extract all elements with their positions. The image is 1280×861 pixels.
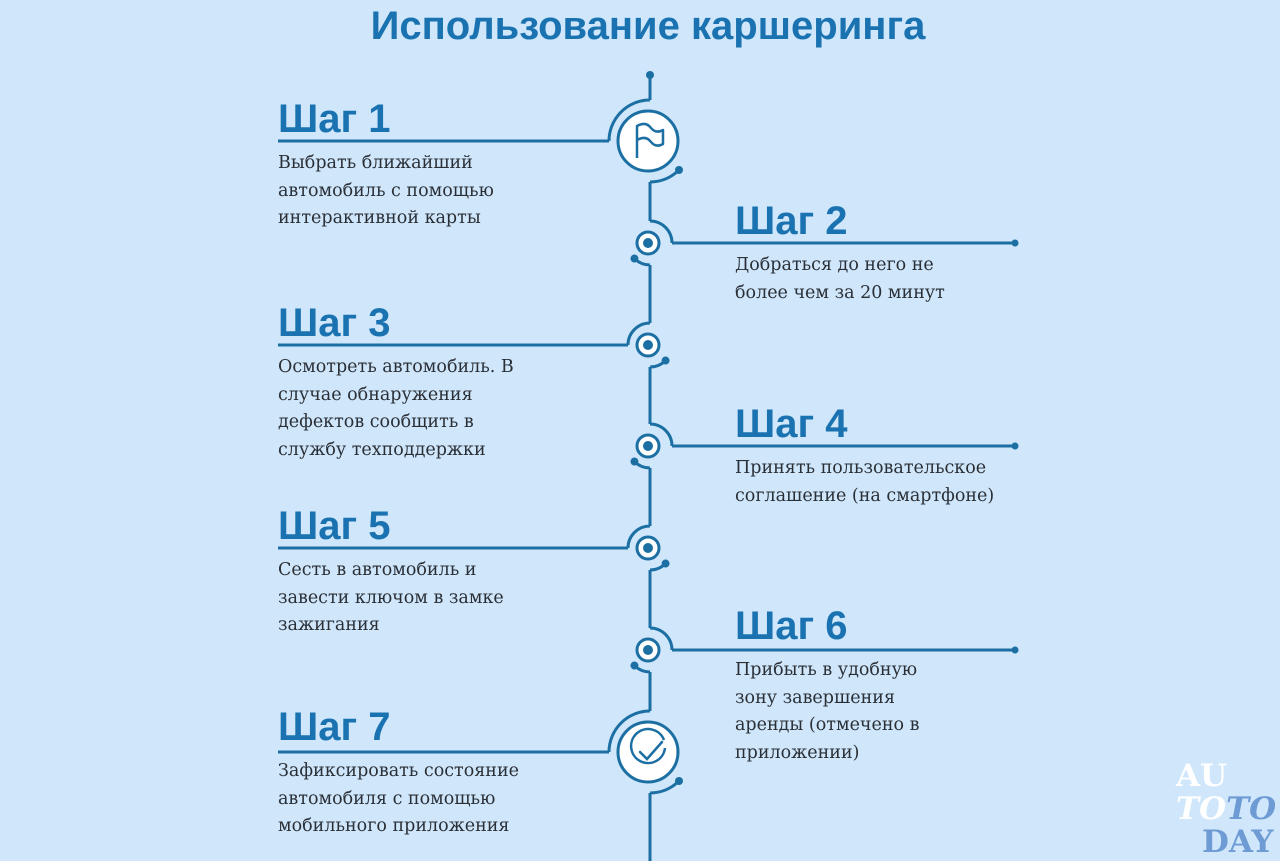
step-text: зону завершения [735,687,895,708]
timeline-arc [607,709,651,753]
step-node [616,720,680,784]
step-4: Шаг 4 Принять пользовательское соглашение… [735,402,994,510]
step-text: мобильного приложения [278,816,510,837]
step-5: Шаг 5 Сесть в автомобиль и завести ключом… [278,504,504,640]
step-text: интерактивной карты [278,208,481,229]
step-text: Добраться до него не [735,255,934,275]
timeline-dot [630,254,639,263]
step-2: Шаг 2 Добраться до него не более чем за 2… [735,199,945,307]
step-1: Шаг 1 Выбрать ближайший автомобиль с помо… [278,97,494,233]
step-heading: Шаг 1 [278,97,391,141]
timeline-arc [649,422,674,447]
page-title: Использование каршеринга [370,4,926,48]
step-3: Шаг 3 Осмотреть автомобиль. В случае обна… [278,301,514,465]
step-text: аренды (отмечено в [735,715,920,736]
step-text: Прибыть в удобную [735,660,918,680]
timeline-dot [674,165,683,174]
step-text: соглашение (на смартфоне) [735,485,995,506]
timeline-arc [607,98,651,142]
dot-icon [643,441,653,451]
step-text: дефектов сообщить в [278,412,474,433]
dot-icon [643,238,653,248]
step-text: Выбрать ближайший [278,153,473,173]
step-text: Принять пользовательское [735,458,987,478]
autotoday-logo: AU TOTO DAY [1176,760,1276,859]
step-text: зажигания [278,615,380,636]
timeline-arc [626,524,651,549]
step-7: Шаг 7 Зафиксировать состояние автомобиля … [278,705,519,841]
step-line-dot [1011,442,1019,450]
dot-icon [643,340,653,350]
step-text: автомобиль с помощью [278,180,494,201]
logo-text: TO [1226,791,1277,827]
check-icon [629,727,667,765]
step-text: случае обнаружения [278,384,473,405]
step-heading: Шаг 5 [278,504,391,548]
step-text: более чем за 20 минут [735,282,945,303]
step-heading: Шаг 7 [278,705,391,749]
timeline-dot [630,661,639,670]
dot-icon [643,543,653,553]
timeline-arc [649,219,674,244]
step-text: завести ключом в замке [278,587,504,608]
step-text: Зафиксировать состояние [278,761,519,781]
step-text: приложении) [735,743,860,764]
logo-text: AU [1176,758,1228,794]
logo-text: DAY [1202,824,1274,860]
timeline-dot [661,559,670,568]
step-line-dot [1011,239,1019,247]
timeline-dot [630,457,639,466]
check-icon [638,740,664,761]
timeline-dot [661,356,670,365]
step-heading: Шаг 2 [735,199,848,243]
step-text: автомобиля с помощью [278,788,496,809]
flag-icon [635,122,665,158]
step-heading: Шаг 6 [735,604,848,648]
step-node [616,109,680,173]
timeline-arc [649,626,674,651]
step-heading: Шаг 4 [735,402,848,446]
logo-text: TO [1176,791,1227,827]
timeline-dot [674,776,683,785]
step-text: службу техподдержки [278,440,486,461]
dot-icon [643,645,653,655]
step-6: Шаг 6 Прибыть в удобную зону завершения ар… [735,604,919,768]
step-text: Осмотреть автомобиль. В [278,357,514,377]
step-line-dot [1011,646,1019,654]
step-text: Сесть в автомобиль и [278,560,477,580]
step-heading: Шаг 3 [278,301,391,345]
timeline-arc [626,321,651,346]
